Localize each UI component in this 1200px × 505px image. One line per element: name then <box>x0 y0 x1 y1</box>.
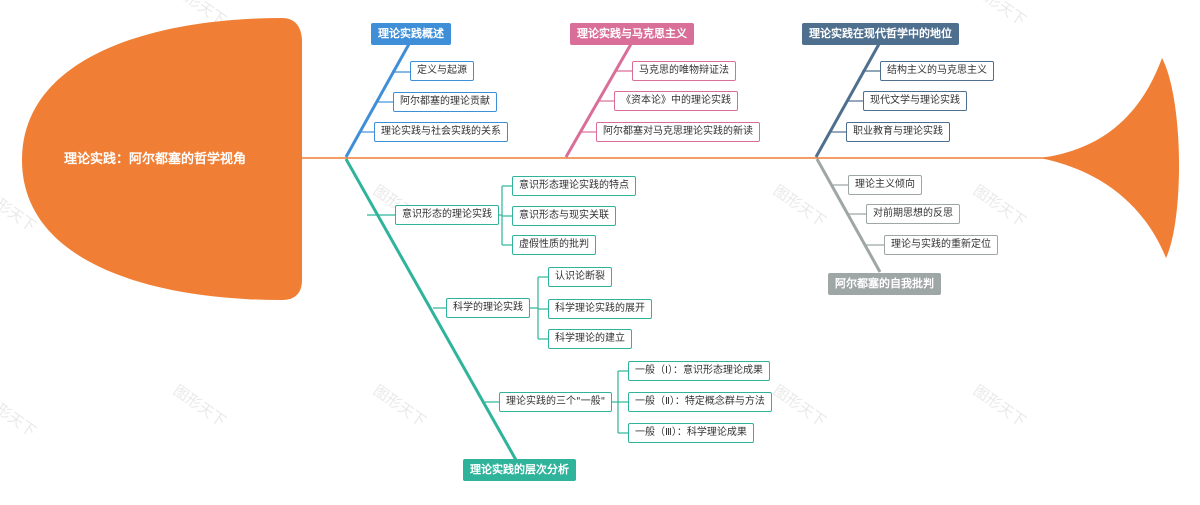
bone-cat3 <box>814 43 881 158</box>
fish-tail <box>1040 58 1180 258</box>
node-new-reading[interactable]: 阿尔都塞对马克思理论实践的新读 <box>596 122 760 142</box>
category-level-analysis[interactable]: 理论实践的层次分析 <box>463 459 576 481</box>
category-marxism[interactable]: 理论实践与马克思主义 <box>570 23 694 45</box>
node-repositioning[interactable]: 理论与实践的重新定位 <box>884 235 998 255</box>
node-generality-3[interactable]: 一般（Ⅲ）：科学理论成果 <box>628 423 754 443</box>
node-science-establishment[interactable]: 科学理论的建立 <box>548 329 632 349</box>
fish-head <box>22 18 302 300</box>
node-ideology-features[interactable]: 意识形态理论实践的特点 <box>512 176 636 196</box>
category-overview[interactable]: 理论实践概述 <box>371 23 451 45</box>
node-althusser-contribution[interactable]: 阿尔都塞的理论贡献 <box>393 92 497 112</box>
node-vocational-education[interactable]: 职业教育与理论实践 <box>846 122 950 142</box>
node-generality-1[interactable]: 一般（Ⅰ）：意识形态理论成果 <box>628 361 770 381</box>
node-science-unfolding[interactable]: 科学理论实践的展开 <box>548 299 652 319</box>
bone-cat2 <box>564 43 633 158</box>
node-modern-literature[interactable]: 现代文学与理论实践 <box>863 91 967 111</box>
node-capital-practice[interactable]: 《资本论》中的理论实践 <box>614 91 738 111</box>
node-structural-marxism[interactable]: 结构主义的马克思主义 <box>880 61 994 81</box>
node-epistemological-break[interactable]: 认识论断裂 <box>548 267 612 287</box>
node-definition-origin[interactable]: 定义与起源 <box>410 61 474 81</box>
node-falsity-critique[interactable]: 虚假性质的批判 <box>512 235 596 255</box>
node-generality-2[interactable]: 一般（Ⅱ）：特定概念群与方法 <box>628 392 772 412</box>
bone-cat5 <box>344 158 628 461</box>
node-materialist-dialectics[interactable]: 马克思的唯物辩证法 <box>632 61 736 81</box>
node-ideology-reality[interactable]: 意识形态与现实关联 <box>512 206 616 226</box>
bone-cat4 <box>815 158 884 273</box>
diagram-title: 理论实践：阿尔都塞的哲学视角 <box>63 152 246 167</box>
node-group-three-generalities[interactable]: 理论实践的三个"一般" <box>499 392 613 412</box>
category-self-critique[interactable]: 阿尔都塞的自我批判 <box>828 273 941 295</box>
category-modern-philosophy[interactable]: 理论实践在现代哲学中的地位 <box>802 23 959 45</box>
node-group-science[interactable]: 科学的理论实践 <box>446 298 530 318</box>
node-theoreticism[interactable]: 理论主义倾向 <box>848 175 922 195</box>
node-reflection[interactable]: 对前期思想的反思 <box>866 204 960 224</box>
bone-cat1 <box>344 43 411 158</box>
node-group-ideology[interactable]: 意识形态的理论实践 <box>395 205 499 225</box>
node-theory-social-practice[interactable]: 理论实践与社会实践的关系 <box>374 122 508 142</box>
